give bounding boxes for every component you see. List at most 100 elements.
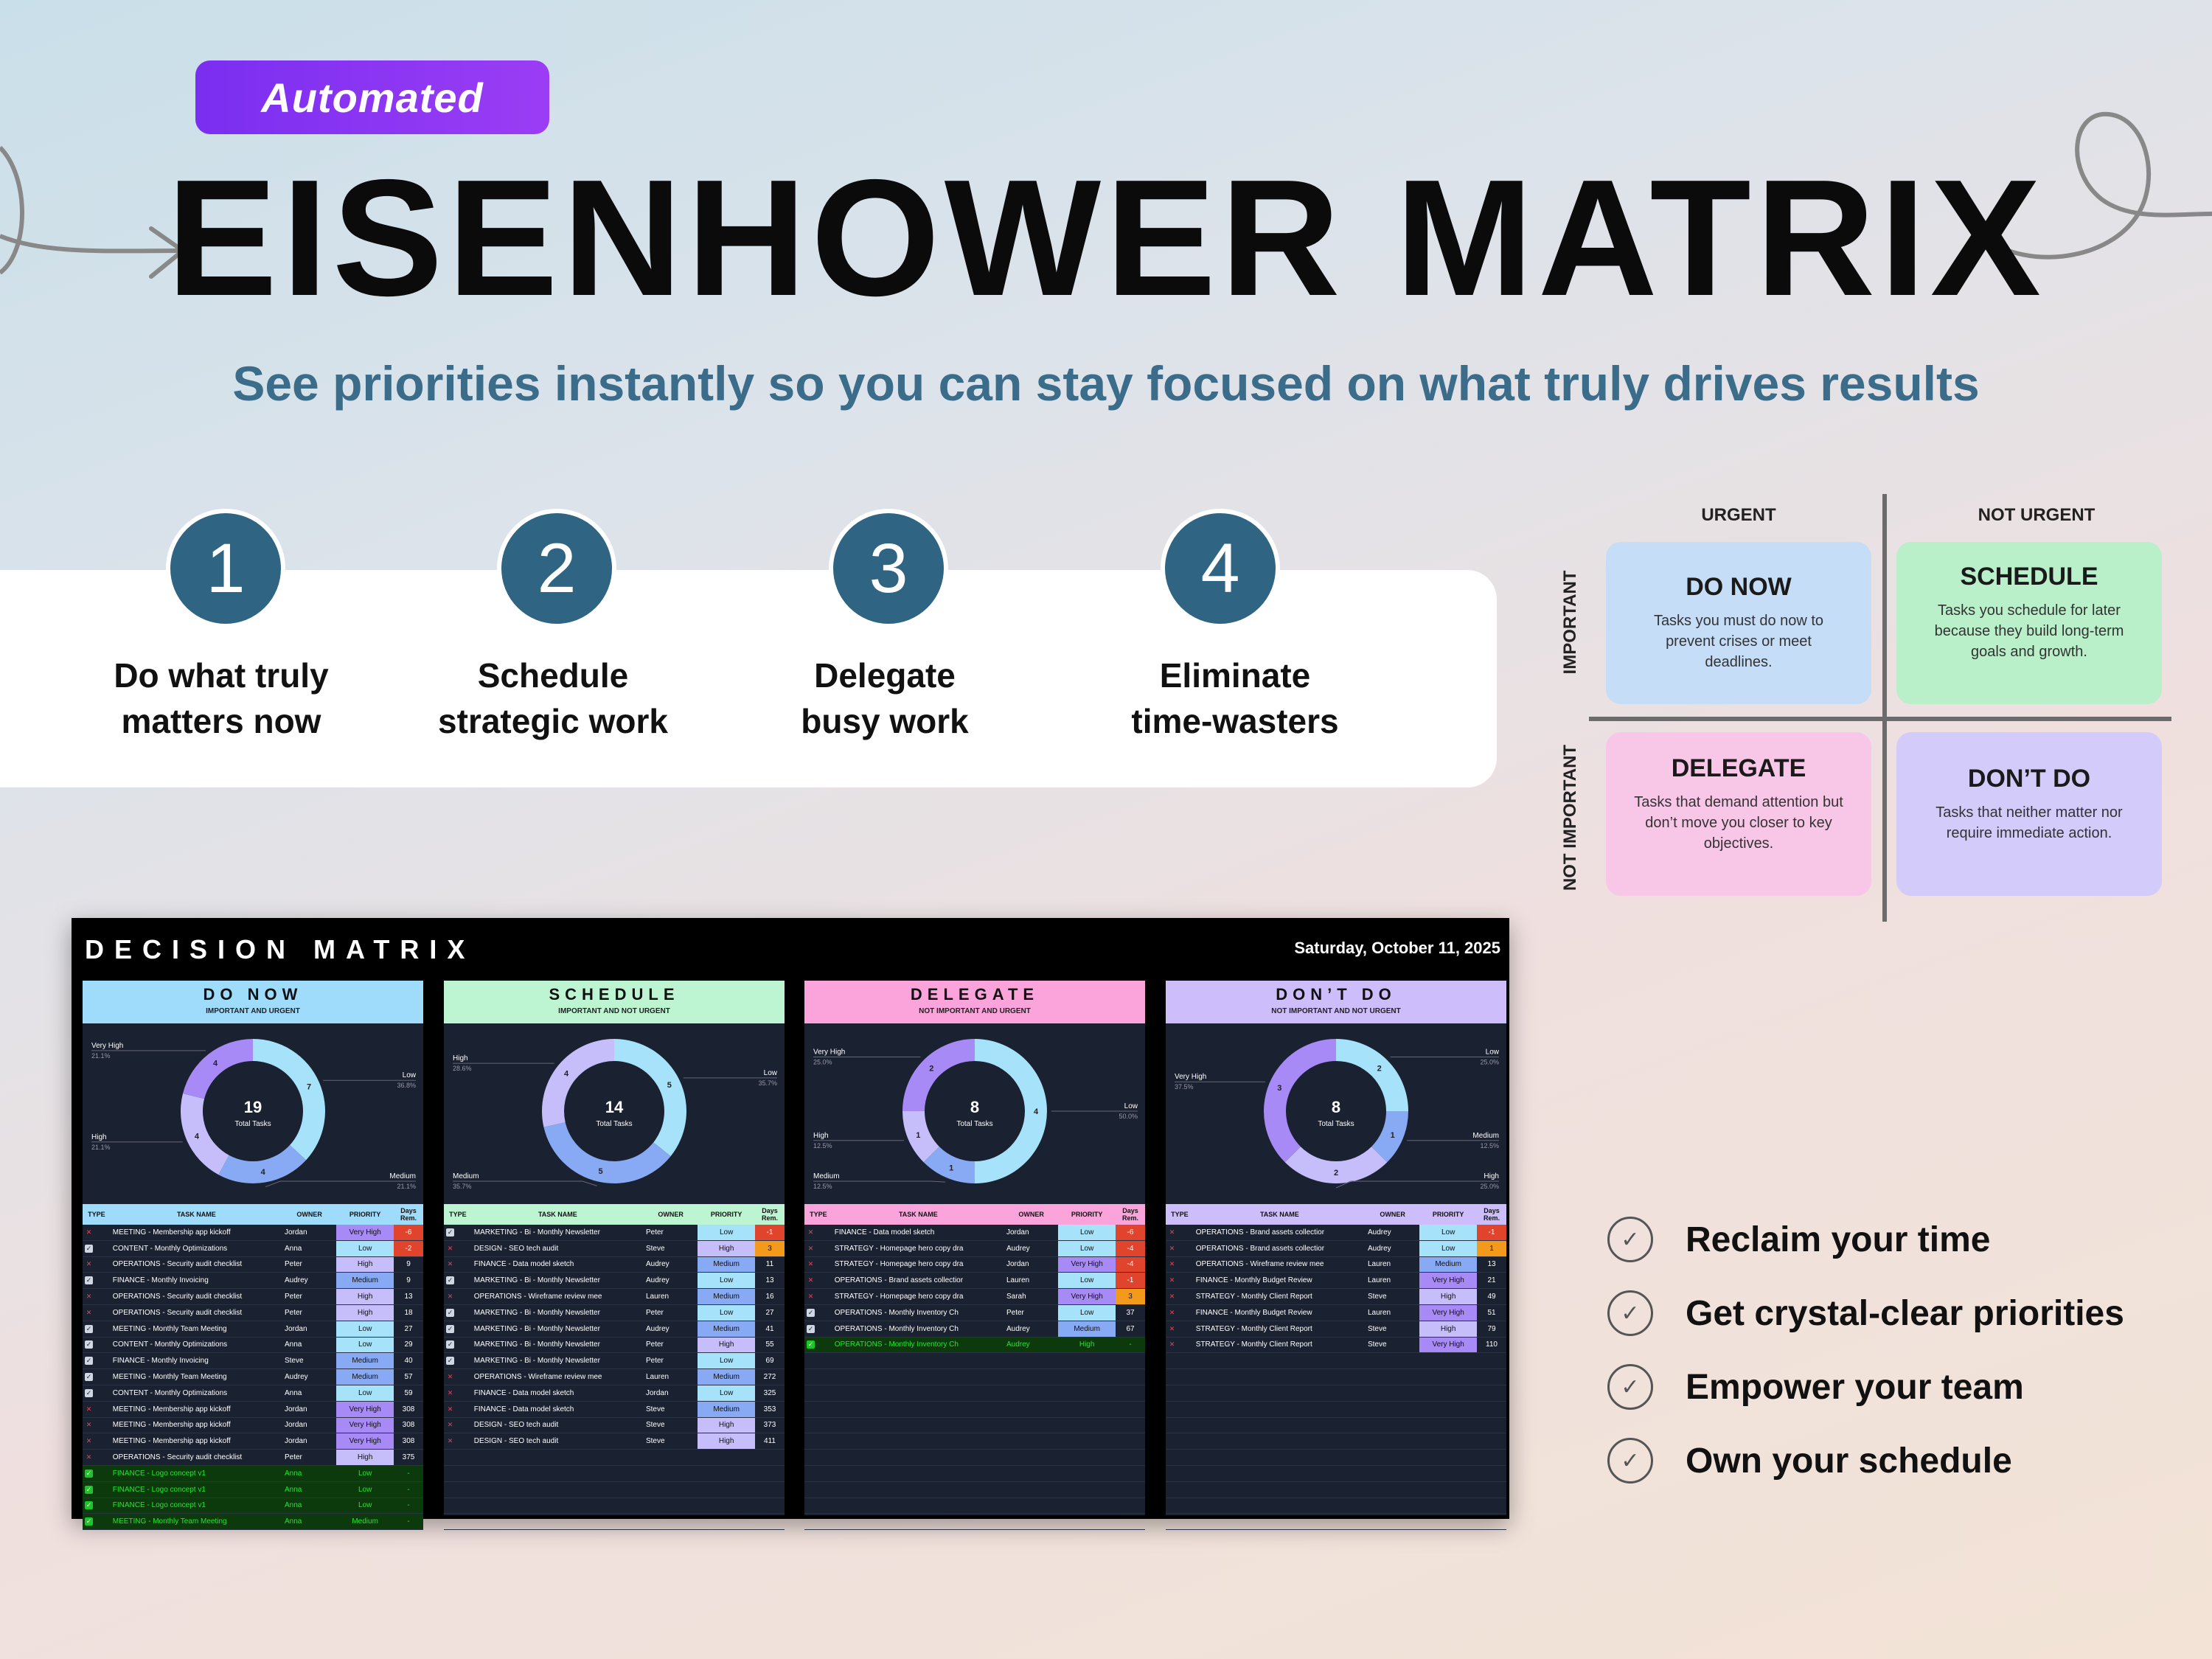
done-check-icon[interactable]: ✓	[807, 1340, 815, 1349]
checklist-icon[interactable]: ✓	[807, 1308, 815, 1317]
pin-icon[interactable]: ✕	[1169, 1260, 1175, 1268]
column-header-days[interactable]: Days Rem.	[1483, 1207, 1500, 1222]
table-row[interactable]	[804, 1513, 1145, 1531]
pin-icon[interactable]: ✕	[86, 1453, 92, 1461]
pin-icon[interactable]: ✕	[807, 1293, 814, 1301]
pin-icon[interactable]: ✕	[1169, 1276, 1175, 1284]
done-check-icon[interactable]: ✓	[85, 1517, 93, 1526]
table-row[interactable]	[804, 1449, 1145, 1466]
column-header-priority[interactable]: PRIORITY	[349, 1211, 381, 1218]
checklist-icon[interactable]: ✓	[85, 1388, 93, 1397]
column-header-owner[interactable]: OWNER	[296, 1211, 322, 1218]
table-row[interactable]	[804, 1352, 1145, 1370]
pin-icon[interactable]: ✕	[1169, 1244, 1175, 1252]
pin-icon[interactable]: ✕	[1169, 1324, 1175, 1332]
table-row[interactable]	[1166, 1433, 1506, 1450]
table-row[interactable]	[444, 1449, 785, 1466]
column-header-task[interactable]: TASK NAME	[1259, 1211, 1299, 1218]
pin-icon[interactable]: ✕	[447, 1437, 453, 1445]
table-row[interactable]	[1166, 1352, 1506, 1370]
column-header-days[interactable]: Days Rem.	[400, 1207, 417, 1222]
column-header-priority[interactable]: PRIORITY	[710, 1211, 742, 1218]
pin-icon[interactable]: ✕	[86, 1228, 92, 1236]
table-row[interactable]	[444, 1481, 785, 1498]
checklist-icon[interactable]: ✓	[85, 1373, 93, 1382]
table-row[interactable]	[444, 1513, 785, 1531]
checklist-icon[interactable]: ✓	[85, 1357, 93, 1366]
pin-icon[interactable]: ✕	[86, 1437, 92, 1445]
pin-icon[interactable]: ✕	[807, 1228, 814, 1236]
done-check-icon[interactable]: ✓	[85, 1469, 93, 1478]
table-row[interactable]	[804, 1401, 1145, 1418]
pin-icon[interactable]: ✕	[86, 1308, 92, 1316]
pin-icon[interactable]: ✕	[447, 1421, 453, 1429]
column-header-type[interactable]: TYPE	[810, 1211, 827, 1218]
checklist-icon[interactable]: ✓	[85, 1244, 93, 1253]
table-row[interactable]	[804, 1498, 1145, 1514]
pin-icon[interactable]: ✕	[86, 1421, 92, 1429]
column-header-type[interactable]: TYPE	[449, 1211, 467, 1218]
column-header-task[interactable]: TASK NAME	[538, 1211, 577, 1218]
pin-icon[interactable]: ✕	[447, 1260, 453, 1268]
column-header-owner[interactable]: OWNER	[1380, 1211, 1405, 1218]
table-row[interactable]	[1166, 1417, 1506, 1434]
table-row[interactable]	[1166, 1385, 1506, 1402]
table-row[interactable]	[1166, 1513, 1506, 1531]
pin-icon[interactable]: ✕	[86, 1293, 92, 1301]
pin-icon[interactable]: ✕	[807, 1276, 814, 1284]
column-header-type[interactable]: TYPE	[1171, 1211, 1189, 1218]
checklist-icon[interactable]: ✓	[446, 1340, 454, 1349]
column-header-task[interactable]: TASK NAME	[898, 1211, 938, 1218]
checklist-icon[interactable]: ✓	[807, 1324, 815, 1333]
pin-icon[interactable]: ✕	[447, 1373, 453, 1381]
table-row[interactable]	[444, 1465, 785, 1482]
table-row[interactable]	[804, 1417, 1145, 1434]
table-row[interactable]	[1166, 1465, 1506, 1482]
pin-icon[interactable]: ✕	[447, 1293, 453, 1301]
table-row[interactable]	[804, 1433, 1145, 1450]
table-row[interactable]	[1166, 1368, 1506, 1385]
pin-icon[interactable]: ✕	[1169, 1308, 1175, 1316]
pin-icon[interactable]: ✕	[1169, 1228, 1175, 1236]
pin-icon[interactable]: ✕	[447, 1388, 453, 1397]
table-row[interactable]	[1166, 1481, 1506, 1498]
checklist-icon[interactable]: ✓	[446, 1228, 454, 1237]
pin-icon[interactable]: ✕	[86, 1260, 92, 1268]
done-check-icon[interactable]: ✓	[85, 1485, 93, 1494]
table-row[interactable]	[804, 1385, 1145, 1402]
table-row[interactable]	[444, 1498, 785, 1514]
